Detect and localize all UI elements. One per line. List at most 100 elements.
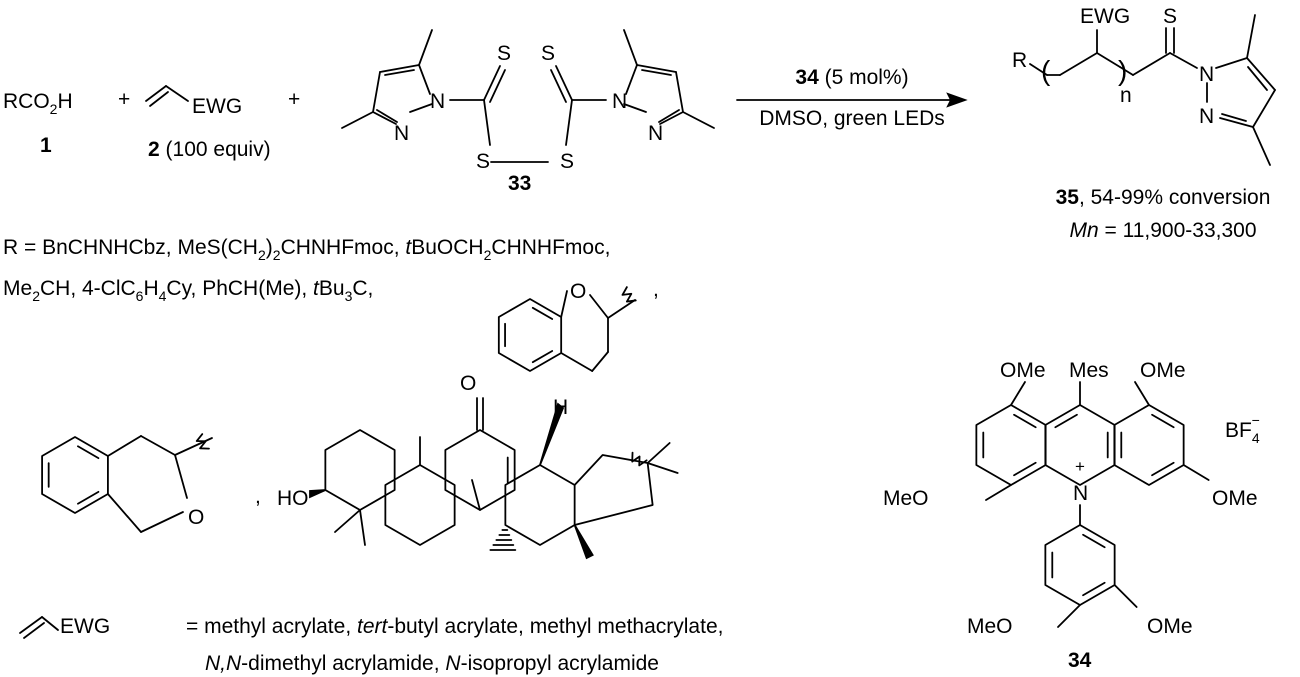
carboxylic-acid-formula: RCO2H xyxy=(3,90,73,117)
text-segment: H xyxy=(57,90,72,113)
comma: , xyxy=(255,485,261,508)
text-segment: R = BnCHNHCbz, MeS(CH xyxy=(3,236,258,259)
text-segment: tert xyxy=(357,615,389,638)
bond xyxy=(489,69,506,103)
bond xyxy=(41,616,59,631)
atom-n: N xyxy=(648,122,663,145)
double-bond xyxy=(531,306,554,320)
methyl xyxy=(418,29,433,66)
bond xyxy=(625,64,638,95)
bond xyxy=(1182,464,1210,481)
atom-s: S xyxy=(476,150,490,173)
double-bond xyxy=(1054,413,1078,429)
bond xyxy=(107,435,142,457)
methyl xyxy=(1246,14,1256,59)
bond xyxy=(1215,57,1248,69)
catalyst-condition: 34 (5 mol%) xyxy=(795,66,908,89)
text-segment: H xyxy=(143,277,158,300)
double-bond xyxy=(376,109,398,123)
bond xyxy=(646,462,679,474)
atom-s: S xyxy=(497,42,511,65)
alkene-ewg-label: EWG xyxy=(192,95,242,118)
atom-o: O xyxy=(188,506,204,529)
atom-s: S xyxy=(560,150,574,173)
product-r-group: R xyxy=(1012,49,1027,72)
atom-ome: OMe xyxy=(1140,359,1186,382)
bond xyxy=(1029,63,1048,76)
bond xyxy=(165,85,189,102)
bond xyxy=(560,352,594,372)
atom-o: O xyxy=(460,372,476,395)
bond xyxy=(1059,52,1098,76)
bond xyxy=(379,64,420,73)
bond xyxy=(372,111,397,125)
bond xyxy=(589,294,609,319)
text-segment: 4 xyxy=(159,288,167,304)
bond xyxy=(560,290,568,318)
text-segment: CHNHFmoc, xyxy=(281,236,406,259)
atom-h: H xyxy=(553,396,568,419)
comma: , xyxy=(653,278,659,301)
bond xyxy=(555,65,573,101)
counterion: BF4− xyxy=(1225,412,1260,446)
bond xyxy=(591,351,609,372)
bond xyxy=(607,299,636,319)
double-bond xyxy=(658,109,680,123)
text-segment: 2 xyxy=(273,247,281,263)
compound-2-label: 2 (100 equiv) xyxy=(148,138,271,161)
atom-s: S xyxy=(1163,5,1177,28)
wedge-bond xyxy=(573,524,594,560)
double-bond xyxy=(1247,66,1268,91)
bond xyxy=(1119,66,1134,76)
text-segment: 3 xyxy=(345,288,353,304)
bond xyxy=(174,454,188,499)
plus-sign: + xyxy=(118,88,130,111)
double-bond xyxy=(76,445,100,460)
acridine-center-ring xyxy=(1044,404,1116,486)
plus-sign: + xyxy=(288,88,300,111)
bond xyxy=(646,442,671,464)
double-bond xyxy=(1082,533,1106,549)
bond xyxy=(1219,117,1254,128)
wavy-bond-icon xyxy=(195,433,210,450)
wedge-bond xyxy=(539,402,565,466)
bond xyxy=(174,437,213,456)
bond xyxy=(409,103,433,113)
bond xyxy=(1246,57,1276,91)
methyl xyxy=(471,479,481,511)
double-bond xyxy=(1151,413,1175,429)
atom-n: N xyxy=(612,90,627,113)
atom-n: N xyxy=(430,90,445,113)
text-segment: = methyl acrylate, xyxy=(186,615,357,638)
bond xyxy=(19,616,43,634)
bond xyxy=(1113,584,1138,608)
bond xyxy=(675,71,684,113)
ring-d xyxy=(504,464,576,546)
bond xyxy=(565,99,573,146)
positive-charge: + xyxy=(1075,457,1085,476)
text-segment: -dimethyl acrylamide, xyxy=(241,652,445,675)
bracket-open: ( xyxy=(1041,55,1051,86)
text-segment: RCO xyxy=(3,90,50,113)
methyl xyxy=(334,509,361,533)
double-bond xyxy=(641,69,672,76)
compound-33-label: 33 xyxy=(508,172,531,195)
atom-ome: OMe xyxy=(1147,615,1193,638)
bond xyxy=(372,71,381,113)
double-bond xyxy=(384,69,415,76)
atom-o: O xyxy=(570,280,586,303)
compound-35-label: 35, 54-99% conversion xyxy=(1056,186,1271,209)
text-segment: 6 xyxy=(136,288,144,304)
text-segment: ) xyxy=(266,236,273,259)
aryl-ring xyxy=(1044,524,1116,606)
methyl xyxy=(359,509,366,546)
double-bond xyxy=(1013,413,1037,429)
atom-n: N xyxy=(1199,105,1214,128)
bond xyxy=(483,65,501,101)
bond xyxy=(1169,52,1198,69)
compound-1-label: 1 xyxy=(40,134,52,157)
structure-bonds xyxy=(19,14,1276,639)
atom-mes: Mes xyxy=(1069,359,1109,382)
ring-a xyxy=(324,429,396,511)
benzene-ring xyxy=(497,298,563,372)
